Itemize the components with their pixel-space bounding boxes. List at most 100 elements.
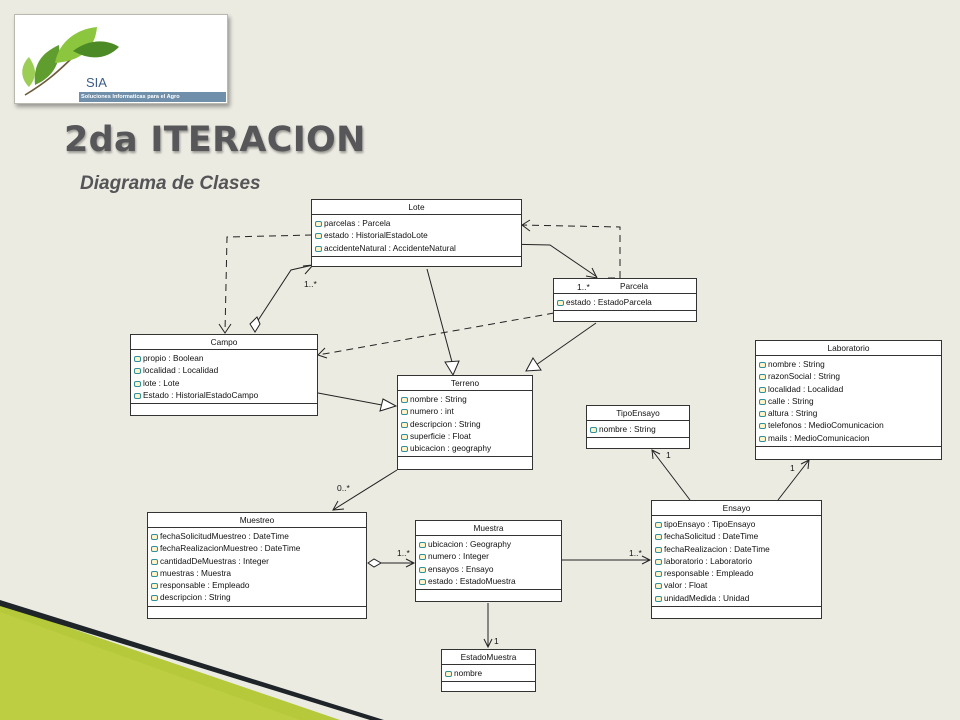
attribute-icon [655, 571, 662, 578]
attribute-icon [655, 546, 662, 553]
attribute: fechaRealizacion : DateTime [655, 543, 821, 555]
class-attributes: nombre [442, 665, 535, 683]
class-attributes: nombre : String razonSocial : String loc… [756, 356, 941, 448]
attribute: lote : Lote [134, 377, 317, 389]
parcela-lote-dependency [521, 224, 621, 279]
class-lote[interactable]: Lote parcelas : Parcela estado : Histori… [311, 199, 522, 267]
class-operations [554, 311, 696, 318]
attribute: razonSocial : String [759, 370, 941, 382]
attribute: accidenteNatural : AccidenteNatural [315, 242, 521, 254]
attribute-icon [134, 392, 141, 399]
parcela-terreno-generalization [535, 322, 597, 366]
attribute-icon [759, 423, 766, 430]
class-campo[interactable]: Campo propio : Boolean localidad : Local… [130, 334, 318, 416]
attribute: nombre : String [759, 358, 941, 370]
campo-lote-association [249, 264, 315, 333]
multiplicity-terreno-muestreo: 0..* [337, 483, 350, 493]
attribute: descripcion : String [401, 418, 532, 430]
leaf-icon [22, 27, 119, 96]
class-attributes: propio : Boolean localidad : Localidad l… [131, 350, 317, 405]
class-terreno[interactable]: Terreno nombre : String numero : int des… [397, 375, 533, 470]
attribute: telefonos : MedioComunicacion [759, 419, 941, 431]
slide-subtitle: Diagrama de Clases [80, 173, 261, 194]
attribute-icon [419, 542, 426, 548]
attribute: numero : Integer [419, 550, 561, 562]
attribute-icon [401, 433, 408, 440]
class-attributes: tipoEnsayo : TipoEnsayo fechaSolicitud :… [652, 516, 821, 608]
class-laboratorio[interactable]: Laboratorio nombre : String razonSocial … [755, 340, 942, 460]
attribute: ubicacion : geography [401, 442, 532, 454]
attribute: nombre : String [401, 393, 532, 405]
attribute: numero : int [401, 405, 532, 417]
attribute: estado : EstadoMuestra [419, 575, 561, 587]
attribute-icon [655, 534, 662, 541]
multiplicity-campo-lote: 1..* [304, 279, 317, 289]
attribute-icon [759, 398, 766, 405]
attribute-icon [134, 380, 141, 387]
class-operations [756, 447, 941, 454]
class-operations [312, 257, 521, 264]
attribute: localidad : Localidad [134, 364, 317, 376]
lote-terreno-generalization [426, 268, 453, 363]
attribute: valor : Float [655, 579, 821, 591]
attribute: descripcion : String [151, 591, 366, 603]
class-attributes: fechaSolicitudMuestreo : DateTime fechaR… [148, 528, 366, 607]
campo-terreno-generalization [317, 392, 383, 406]
class-parcela[interactable]: Parcela estado : EstadoParcela [553, 278, 697, 322]
class-name: Campo [131, 335, 317, 350]
attribute-icon [590, 427, 597, 433]
attribute-icon [134, 368, 141, 375]
class-operations [416, 590, 561, 597]
parcela-campo-dependency [317, 312, 555, 356]
attribute-icon [557, 300, 564, 306]
attribute-icon [151, 595, 158, 602]
class-ensayo[interactable]: Ensayo tipoEnsayo : TipoEnsayo fechaSoli… [651, 500, 822, 619]
class-attributes: nombre : String [587, 421, 689, 439]
attribute: estado : EstadoParcela [557, 296, 696, 308]
class-muestra[interactable]: Muestra ubicacion : Geography numero : I… [415, 520, 562, 602]
class-operations [131, 404, 317, 411]
attribute-icon [759, 386, 766, 393]
multiplicity-ensayo-laboratorio: 1 [790, 463, 795, 473]
sia-logo: SIA Soluciones Informaticas para el Agro [14, 14, 228, 104]
parcela-lote-dependency-arrow [521, 219, 531, 232]
logo-tagline-band [79, 92, 226, 102]
attribute: altura : String [759, 407, 941, 419]
terreno-muestreo-association [332, 469, 398, 511]
class-tipoensayo[interactable]: TipoEnsayo nombre : String [586, 405, 690, 449]
attribute: localidad : Localidad [759, 383, 941, 395]
class-operations [587, 438, 689, 445]
class-estadomuestra[interactable]: EstadoMuestra nombre [441, 649, 536, 692]
attribute: muestras : Muestra [151, 567, 366, 579]
multiplicity-muestra-ensayo: 1..* [629, 548, 642, 558]
attribute-icon [151, 583, 158, 590]
class-name: TipoEnsayo [587, 406, 689, 421]
class-name: EstadoMuestra [442, 650, 535, 665]
class-muestreo[interactable]: Muestreo fechaSolicitudMuestreo : DateTi… [147, 512, 367, 619]
multiplicity-ensayo-tipoensayo: 1 [666, 450, 671, 460]
attribute-icon [655, 595, 662, 602]
attribute: calle : String [759, 395, 941, 407]
attribute: responsable : Empleado [655, 567, 821, 579]
class-attributes: nombre : String numero : int descripcion… [398, 391, 532, 458]
logo-name: SIA [86, 75, 107, 90]
attribute: laboratorio : Laboratorio [655, 555, 821, 567]
attribute-icon [655, 558, 662, 565]
attribute-icon [401, 409, 408, 416]
attribute-icon [445, 671, 452, 677]
attribute: mails : MedioComunicacion [759, 432, 941, 444]
lote-campo-dependency [224, 234, 313, 333]
attribute-icon [419, 554, 426, 561]
attribute: superficie : Float [401, 430, 532, 442]
ensayo-laboratorio-association [777, 459, 810, 501]
class-operations [398, 457, 532, 464]
attribute-icon [315, 233, 322, 240]
class-name: Muestra [416, 521, 561, 536]
attribute-icon [419, 566, 426, 573]
attribute: fechaSolicitudMuestreo : DateTime [151, 530, 366, 542]
class-name: Muestreo [148, 513, 366, 528]
attribute: cantidadDeMuestras : Integer [151, 555, 366, 567]
attribute: parcelas : Parcela [315, 217, 521, 229]
slide-title: 2da ITERACION [64, 120, 366, 160]
attribute-icon [151, 546, 158, 553]
